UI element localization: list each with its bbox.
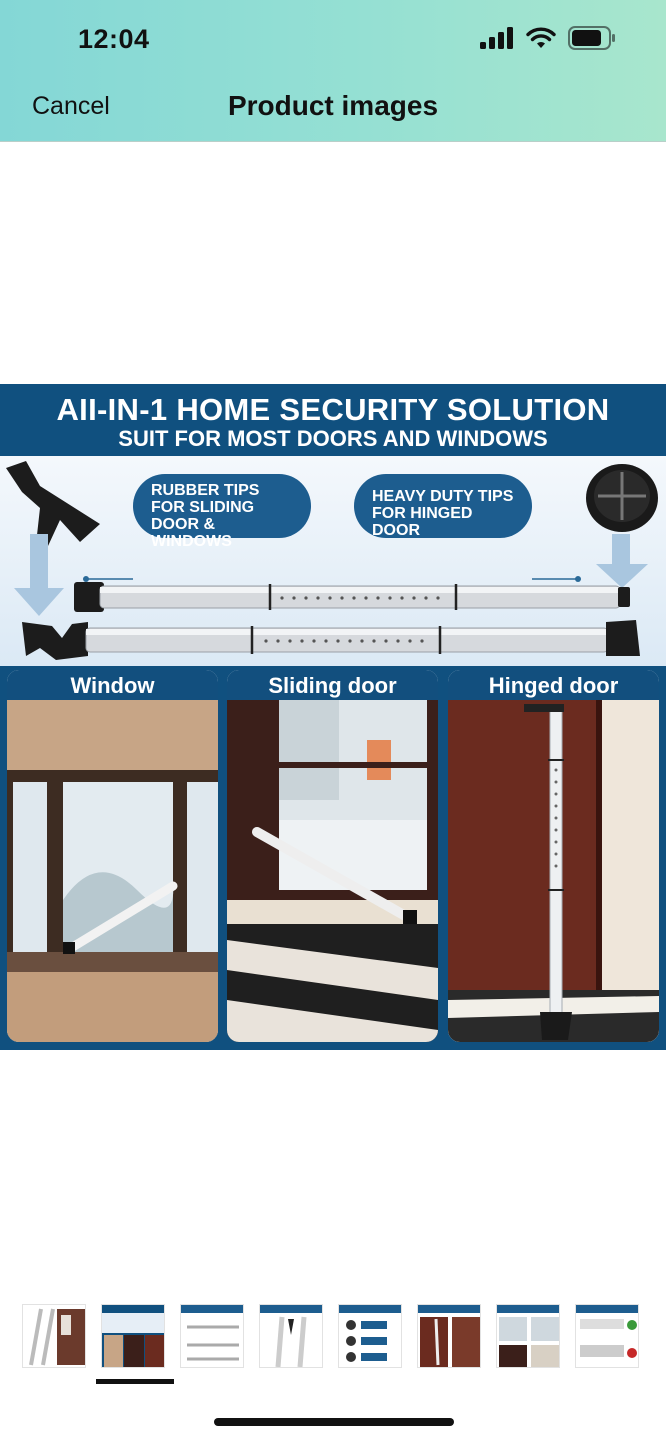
sliding-door-panel-title: Sliding door <box>227 670 438 700</box>
arrow-down-right-icon <box>596 534 648 588</box>
thumbnail-3[interactable] <box>180 1304 244 1368</box>
window-scene <box>7 700 218 1042</box>
image-subheadline: SUIT FOR MOST DOORS AND WINDOWS <box>118 426 548 451</box>
rubber-tip-icon <box>6 461 100 546</box>
sliding-door-panel: Sliding door <box>227 670 438 1042</box>
security-bar-upper <box>74 582 630 612</box>
bars-illustration <box>6 461 658 660</box>
thumbnail-8[interactable] <box>575 1304 639 1368</box>
sliding-door-scene <box>227 700 438 1042</box>
cancel-button[interactable]: Cancel <box>32 92 110 120</box>
thumbnail-1[interactable] <box>22 1304 86 1368</box>
thumbnail-strip <box>22 1304 639 1368</box>
top-bar: 12:04 Cancel Product images <box>0 0 666 142</box>
arrow-down-left-icon <box>14 534 64 616</box>
thumbnail-5[interactable] <box>338 1304 402 1368</box>
window-panel: Window <box>7 670 218 1042</box>
thumbnail-6[interactable] <box>417 1304 481 1368</box>
main-product-image[interactable]: AII-IN-1 HOME SECURITY SOLUTION SUIT FOR… <box>0 384 666 1050</box>
battery-icon <box>568 26 615 50</box>
signal-icon <box>480 27 513 49</box>
heavy-duty-tip-icon <box>586 464 658 532</box>
status-icons <box>480 26 616 50</box>
hinged-door-panel-title: Hinged door <box>448 670 659 700</box>
hinged-door-scene <box>448 700 659 1042</box>
heavy-duty-tips-label: HEAVY DUTY TIPS FOR HINGED DOOR <box>354 474 532 539</box>
hinged-door-panel: Hinged door <box>448 670 659 1042</box>
window-panel-title: Window <box>7 670 218 700</box>
tips-illustration: RUBBER TIPS FOR SLIDING DOOR & WINDOWS H… <box>0 456 666 666</box>
security-bar-lower <box>22 620 640 660</box>
rubber-tips-label: RUBBER TIPS FOR SLIDING DOOR & WINDOWS <box>133 474 311 550</box>
home-indicator[interactable] <box>214 1418 454 1426</box>
page-title: Product images <box>227 90 439 121</box>
image-headline: AII-IN-1 HOME SECURITY SOLUTION <box>56 392 610 427</box>
thumbnail-2-selected[interactable] <box>101 1304 165 1368</box>
wifi-icon <box>526 27 556 48</box>
thumbnail-7[interactable] <box>496 1304 560 1368</box>
thumbnail-4[interactable] <box>259 1304 323 1368</box>
status-time: 12:04 <box>78 24 150 54</box>
selected-thumbnail-indicator <box>96 1379 174 1384</box>
